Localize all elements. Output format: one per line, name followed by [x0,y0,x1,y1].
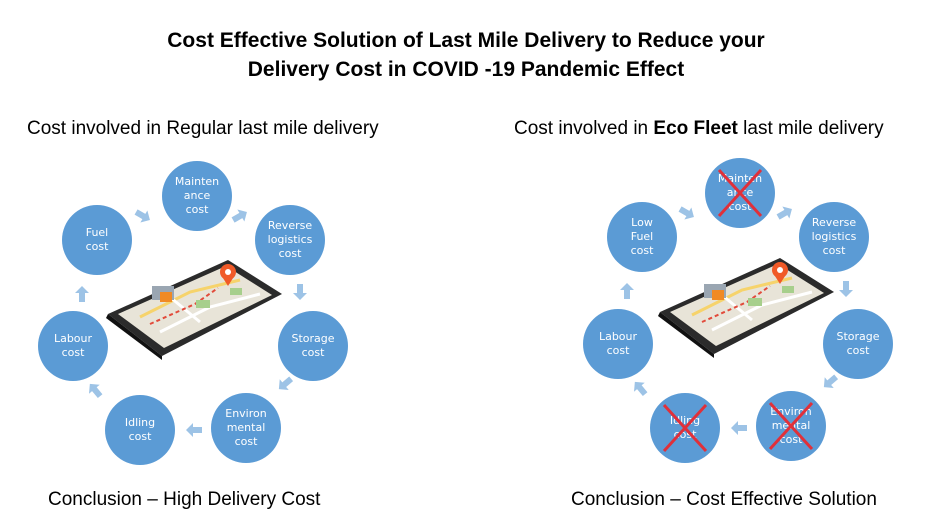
right-flow-arrow-icon [620,283,634,299]
left-flow-arrow-icon [134,209,150,223]
right-flow-arrow-icon [839,281,853,297]
left-flow-arrow-icon [75,286,89,302]
right-node-environmental-label-line: cost [779,433,803,446]
right-node-reverse-label-line: logistics [811,230,857,243]
title-line-2: Delivery Cost in COVID -19 Pandemic Effe… [247,58,685,81]
left-node-reverse-label-line: Reverse [267,219,313,232]
right-node-labour-label-line: cost [606,344,630,357]
left-flow-arrow-icon [186,423,202,437]
right-node-fuel-label-line: cost [630,244,654,257]
right-node-fuel-label-line: Fuel [630,230,654,243]
right-conclusion: Conclusion – Cost Effective Solution [571,489,877,510]
right-node-reverse-label-line: cost [822,244,846,257]
left-node-environmental-label-line: mental [226,421,266,434]
right-heading-suffix: last mile delivery [737,118,884,139]
left-node-maintenance-label-line: cost [185,203,209,216]
left-node-reverse-label-line: logistics [267,233,313,246]
right-node-storage-label-line: Storage [836,330,880,343]
right-node-storage-label-line: cost [846,344,870,357]
left-node-reverse-label-line: cost [278,247,302,260]
right-node-environmental-label-line: Environ [770,405,812,418]
right-node-idling-label-line: Idling [669,414,701,427]
right-panel-heading: Cost involved in Eco Fleet last mile del… [514,118,884,140]
left-flow-arrow-icon [88,383,103,399]
right-node-reverse-label-line: Reverse [811,216,857,229]
left-panel-heading: Cost involved in Regular last mile deliv… [27,118,379,139]
left-node-storage-label-line: Storage [291,332,335,345]
right-node-maintenance-label-line: ance [726,186,754,199]
left-conclusion: Conclusion – High Delivery Cost [48,489,321,510]
diagram-title: Cost Effective Solution of Last Mile Del… [0,26,932,84]
left-node-labour-label-line: Labour [53,332,93,345]
right-node-fuel-label-line: Low [631,216,653,229]
right-flow-arrow-icon [633,381,648,397]
left-flow-arrow-icon [278,376,294,391]
right-tablet-map-icon [658,258,834,358]
left-flow-arrow-icon [293,284,307,300]
left-node-fuel-label-line: Fuel [85,226,109,239]
right-flow-arrow-icon [678,206,694,220]
left-node-storage-label-line: cost [301,346,325,359]
left-node-environmental-label-line: Environ [225,407,267,420]
right-node-maintenance-label-line: cost [728,200,752,213]
left-node-idling-label-line: Idling [124,416,156,429]
right-node-maintenance-label-line: Mainten [717,172,763,185]
right-flow-arrow-icon [731,421,747,435]
right-node-environmental-label-line: mental [771,419,811,432]
right-heading-prefix: Cost involved in [514,118,654,139]
left-node-environmental-label-line: cost [234,435,258,448]
left-tablet-map-icon [106,260,282,360]
right-flow-arrow-icon [823,374,839,389]
title-line-1: Cost Effective Solution of Last Mile Del… [167,29,765,52]
left-flow-arrow-icon [231,209,247,223]
left-node-fuel-label-line: cost [85,240,109,253]
left-node-maintenance-label-line: Mainten [174,175,220,188]
right-heading-brand: Eco Fleet [653,118,738,139]
left-node-idling-label-line: cost [128,430,152,443]
right-node-labour-label-line: Labour [598,330,638,343]
left-node-labour-label-line: cost [61,346,85,359]
right-flow-arrow-icon [776,206,792,220]
right-node-idling-label-line: cost [673,428,697,441]
left-node-maintenance-label-line: ance [183,189,211,202]
